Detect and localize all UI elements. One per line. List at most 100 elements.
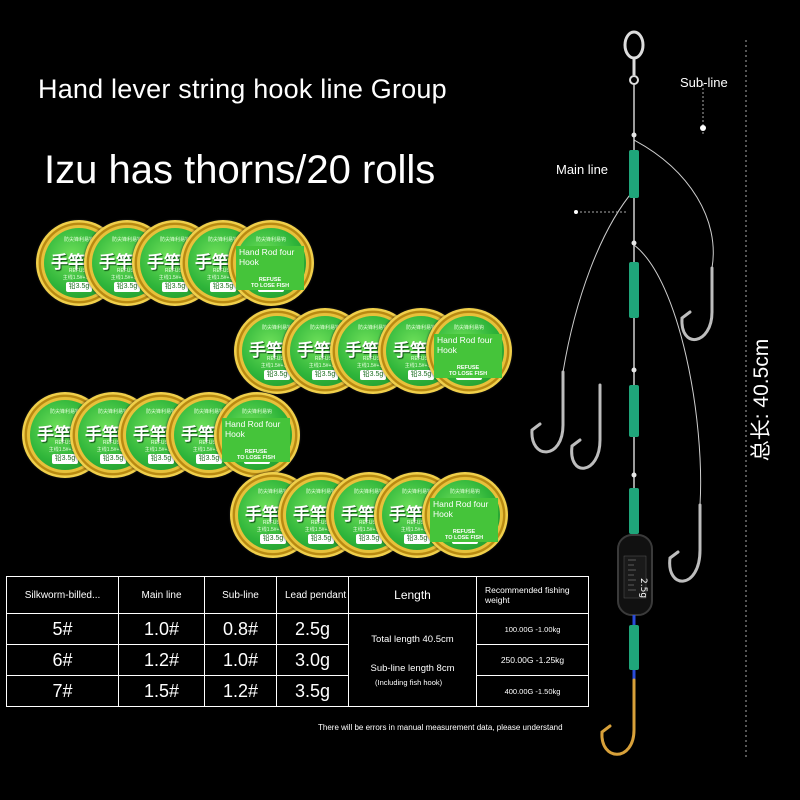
cell-main: 1.0# [118,613,205,645]
spool-refuse: REFUSE [406,520,428,526]
spool-top-text: 防尖锋利易钩 [193,409,224,415]
spool-spec: 主线1.5#+1.2# [158,275,192,281]
spool-spec: 主线1.5#+1.2# [356,363,390,369]
spool-weight: 铅3.5g [264,370,290,380]
cell-hook: 5# [6,613,119,645]
spool-top-text: 防尖锋利易钩 [309,325,340,331]
sinker-weight: 2.5g [617,534,653,616]
sub-line-3 [633,244,702,506]
length-total: Total length 40.5cm [371,633,454,645]
header-lead: Lead pendant [276,576,349,614]
cell-main: 1.5# [118,675,205,707]
spool-refuse: REFUSE [358,520,380,526]
spool-top-text: 防尖锋利易钩 [353,489,384,495]
title-line-1: Hand lever string hook line Group [38,74,447,104]
spool-refuse: REFUSE [198,440,220,446]
spool-weight: 铅3.5g [210,282,236,292]
spool-spec: 主线1.5#+1.2# [206,275,240,281]
spool-spec: 主线1.5#+1.2# [308,363,342,369]
tag-subtitle-2: TO LOSE FISH [236,455,276,461]
spool-top-text: 防尖锋利易钩 [111,237,142,243]
snap-swivel-icon [623,30,645,85]
spool-spec: 主线1.5#+1.2# [110,275,144,281]
spool-weight: 铅3.5g [356,534,382,544]
spool-spec: 主线1.5#+1.2# [256,527,290,533]
header-hook: Silkworm-billed... [6,576,119,614]
spool-spec: 主线1.5#+1.2# [352,527,386,533]
tag-subtitle-2: TO LOSE FISH [250,283,290,289]
cell-sub: 1.2# [204,675,277,707]
spool-spec: 主线1.5#+1.2# [144,447,178,453]
footnote: There will be errors in manual measureme… [318,723,563,732]
spool-spec: 主线1.5#+1.2# [62,275,96,281]
table-row: 6# 1.2# 1.0# 3.0g 250.00G -1.25kg [6,644,589,676]
spool-weight: 铅3.5g [312,370,338,380]
header-main: Main line [118,576,205,614]
spool-top-text: 防尖锋利易钩 [405,325,436,331]
sinker-label: 2.5g [638,578,648,598]
spool-refuse: REFUSE [310,520,332,526]
sub-line-1 [633,139,714,269]
spool-spec: 主线1.5#+1.2# [304,527,338,533]
sub-line-label: Sub-line [680,75,728,90]
cell-weight: 400.00G -1.50kg [476,675,589,707]
spool-weight: 铅3.5g [408,370,434,380]
spool-top-text: 防尖锋利易钩 [97,409,128,415]
spool-weight: 铅3.5g [162,282,188,292]
tag-title: Hand Rod four Hook [239,247,295,267]
spool-top-text: 防尖锋利易钩 [401,489,432,495]
spool-spec: 主线1.5#+1.2# [404,363,438,369]
tube-3 [629,385,639,437]
spool-weight: 铅3.5g [308,534,334,544]
hook-icon-3 [570,383,602,470]
spool-refuse: REFUSE [262,520,284,526]
spool-refuse: REFUSE [68,268,90,274]
spool-top-text: 防尖锋利易钩 [145,409,176,415]
spool-top-text: 防尖锋利易钩 [241,409,272,415]
header-length: Length [348,576,477,614]
spool-refuse: REFUSE [410,356,432,362]
tube-4 [629,488,639,534]
spool-weight: 铅3.5g [148,454,174,464]
spool-weight: 铅3.5g [66,282,92,292]
spool-refuse: REFUSE [54,440,76,446]
tag-subtitle-1: REFUSE [456,365,480,371]
spool-weight: 铅3.5g [114,282,140,292]
spool-refuse: REFUSE [362,356,384,362]
table-header-row: Silkworm-billed... Main line Sub-line Le… [6,576,589,614]
total-length-label-wrap: 总长: 40.5cm [740,300,780,500]
cell-lead: 3.5g [276,675,349,707]
spool-spec: 主线1.5#+1.2# [48,447,82,453]
cell-lead: 3.0g [276,644,349,676]
spool-refuse: REFUSE [102,440,124,446]
cell-weight: 100.00G -1.00kg [476,613,589,645]
spool-weight: 铅3.5g [260,534,286,544]
spool-top-text: 防尖锋利易钩 [255,237,286,243]
spool-refuse: REFUSE [314,356,336,362]
spool-refuse: REFUSE [266,356,288,362]
spool-top-text: 防尖锋利易钩 [261,325,292,331]
cell-sub: 1.0# [204,644,277,676]
spool-refuse: REFUSE [164,268,186,274]
tube-5 [629,625,639,670]
cell-main: 1.2# [118,644,205,676]
gold-hook-icon [600,678,636,756]
total-length-label: 总长: 40.5cm [750,338,773,462]
spool-top-text: 防尖锋利易钩 [63,237,94,243]
tag-subtitle-2: TO LOSE FISH [448,371,488,377]
spool-weight: 铅3.5g [52,454,78,464]
tag-subtitle-1: REFUSE [452,529,476,535]
spool-spec: 主线1.5#+1.2# [96,447,130,453]
header-sub: Sub-line [204,576,277,614]
cell-weight: 250.00G -1.25kg [476,644,589,676]
spool-top-text: 防尖锋利易钩 [159,237,190,243]
header-weight: Recommended fishing weight [476,576,589,614]
cell-length: Total length 40.5cm Sub-line length 8cm … [348,613,477,707]
spool-weight: 铅3.5g [404,534,430,544]
hook-icon-2 [530,370,565,454]
tag-subtitle-1: REFUSE [258,277,282,283]
cell-sub: 0.8# [204,613,277,645]
